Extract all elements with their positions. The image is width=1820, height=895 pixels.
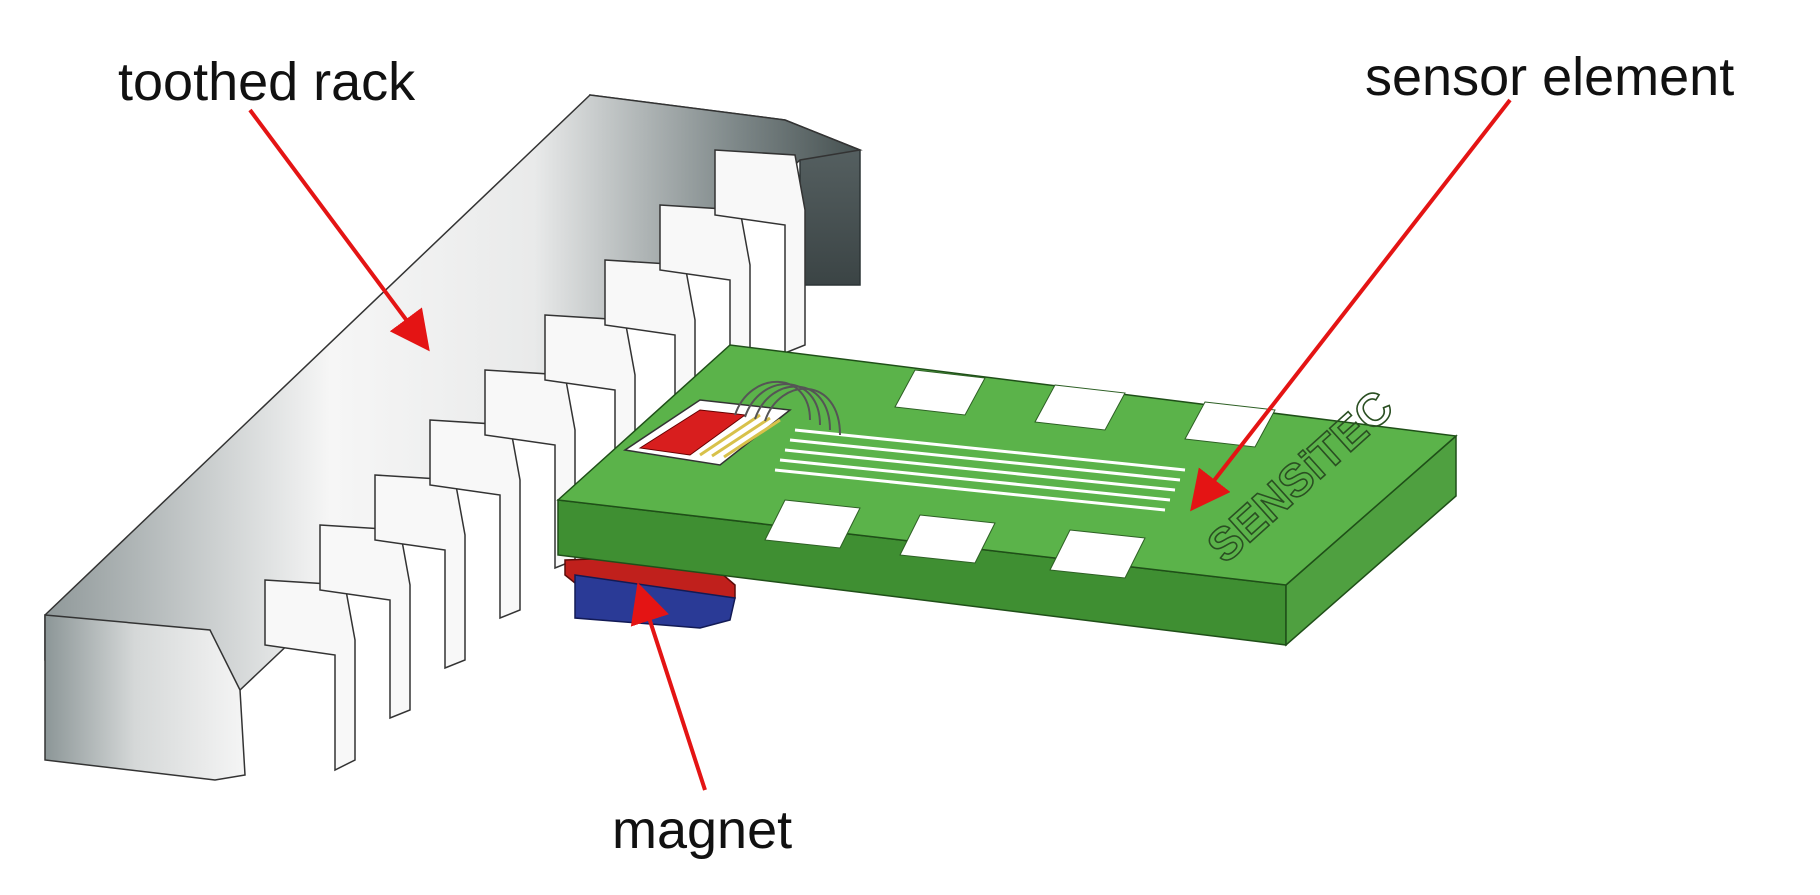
label-magnet: magnet <box>612 800 793 860</box>
toothed-rack <box>44 94 863 781</box>
annotation-arrows <box>248 98 1512 791</box>
rack-front-face <box>44 614 246 781</box>
arrow-icon <box>630 582 707 791</box>
label-sensor-element: sensor element <box>1365 47 1735 107</box>
pcb-traces <box>774 428 1186 512</box>
label-toothed-rack: toothed rack <box>118 52 416 112</box>
sensor-chip <box>622 380 841 466</box>
arrow-icon <box>248 108 430 352</box>
arrow-icon <box>1190 98 1512 512</box>
rack-teeth <box>264 149 806 772</box>
pcb-pads <box>764 369 1276 579</box>
sensor-pcb: SENSiTEC <box>556 344 1458 647</box>
